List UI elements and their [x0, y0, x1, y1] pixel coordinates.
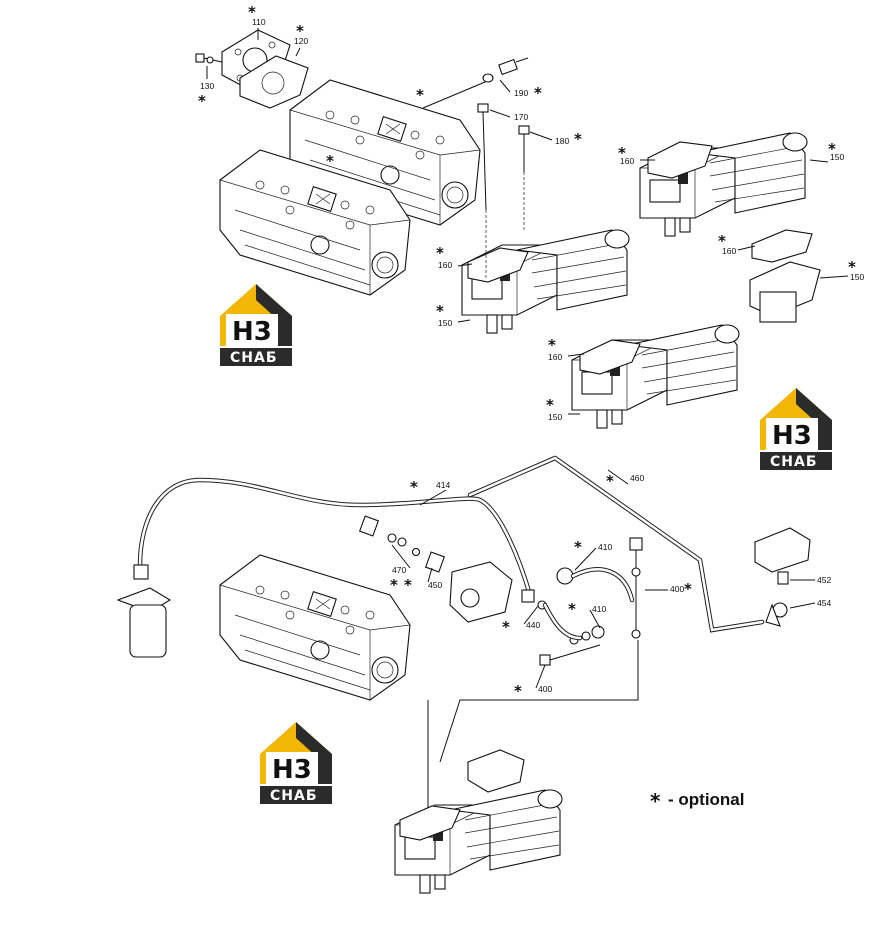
gasket-160-right-lower — [751, 229, 813, 263]
optional-marker: * — [718, 232, 726, 250]
optional-marker: * — [568, 600, 576, 618]
optional-marker: * — [326, 152, 334, 170]
callout-150: 150 — [850, 272, 864, 282]
optional-marker: * — [198, 92, 206, 110]
valve-150-right — [639, 132, 808, 237]
logo-caption: СНАБ — [770, 454, 818, 470]
lower-gasket — [399, 805, 461, 841]
elbow-454 — [765, 602, 788, 627]
callout-150: 150 — [548, 412, 562, 422]
callout-190: 190 — [514, 88, 528, 98]
callouts: * 110 * 120 130 * 190 * * 170 180 * * * … — [198, 3, 864, 700]
optional-marker: * — [618, 144, 626, 162]
optional-marker: * — [534, 84, 542, 102]
callout-160: 160 — [722, 246, 736, 256]
fitting-450 — [411, 547, 446, 573]
lower-valve-assembly — [394, 789, 563, 894]
callout-470: 470 — [392, 565, 406, 575]
sensor-190 — [482, 57, 529, 83]
logo-mark: H3 — [232, 317, 272, 347]
callout-454: 454 — [817, 598, 831, 608]
callout-110: 110 — [252, 17, 266, 27]
callout-460: 460 — [630, 473, 644, 483]
optional-marker: * — [248, 3, 256, 21]
optional-marker: * — [502, 618, 510, 636]
optional-marker: * — [546, 396, 554, 414]
filter-canister — [116, 564, 172, 658]
callout-452: 452 — [817, 575, 831, 585]
banjo-410-lower — [542, 602, 605, 645]
optional-marker: * — [684, 580, 692, 598]
optional-marker: * — [390, 576, 398, 594]
callout-120: 120 — [294, 36, 308, 46]
optional-marker: * — [574, 130, 582, 148]
optional-marker: * — [436, 244, 444, 262]
lower-fitting-block — [467, 749, 525, 793]
callout-440: 440 — [526, 620, 540, 630]
callout-180: 180 — [555, 136, 569, 146]
callout-160: 160 — [438, 260, 452, 270]
callout-150: 150 — [438, 318, 452, 328]
logo-caption: СНАБ — [230, 350, 278, 366]
optional-marker: * — [848, 258, 856, 276]
bolt-180 — [518, 125, 530, 172]
optional-marker: * — [416, 86, 424, 104]
callout-130: 130 — [200, 81, 214, 91]
gasket-160-right-top — [647, 141, 713, 179]
actuator-block — [449, 561, 513, 623]
optional-marker: * — [296, 22, 304, 40]
callout-410: 410 — [598, 542, 612, 552]
h3-logo-right: H3 СНАБ — [760, 388, 832, 470]
cover-150-right-lower — [749, 261, 821, 323]
optional-marker: * — [436, 302, 444, 320]
callout-160: 160 — [620, 156, 634, 166]
callout-400: 400 — [670, 584, 684, 594]
h3-logo-top-left: H3 СНАБ — [220, 284, 292, 366]
optional-marker: * — [514, 682, 522, 700]
valve-150-lower — [571, 324, 740, 429]
fitting-440 — [521, 589, 547, 610]
leader-lines — [206, 28, 849, 689]
legend-text: - optional — [668, 790, 744, 809]
optional-marker: * — [548, 336, 556, 354]
callout-170: 170 — [514, 112, 528, 122]
optional-marker: * — [606, 472, 614, 490]
lower-manifold — [219, 554, 411, 701]
bolt-170 — [477, 103, 489, 211]
bolt-400-left — [539, 644, 601, 666]
optional-marker: * — [410, 478, 418, 496]
callout-150: 150 — [830, 152, 844, 162]
callout-400: 400 — [538, 684, 552, 694]
optional-marker: * — [404, 576, 412, 594]
legend-star: * — [650, 789, 661, 813]
gasket-160-lower — [579, 339, 641, 375]
callout-410: 410 — [592, 604, 606, 614]
logo-caption: СНАБ — [270, 788, 318, 804]
fitting-470 — [358, 515, 407, 547]
logo-mark: H3 — [272, 755, 312, 785]
bolt-400-right — [629, 537, 643, 639]
h3-logo-bottom-left: H3 СНАБ — [260, 722, 332, 804]
gasket-120 — [239, 55, 309, 109]
bolt-130 — [195, 53, 223, 64]
sensor-block-452 — [754, 527, 811, 585]
optional-marker: * — [574, 538, 582, 556]
banjo-410-upper — [556, 567, 635, 603]
logo-mark: H3 — [772, 421, 812, 451]
optional-marker: * — [828, 140, 836, 158]
legend: * - optional — [650, 789, 744, 813]
callout-414: 414 — [436, 480, 450, 490]
callout-450: 450 — [428, 580, 442, 590]
callout-160: 160 — [548, 352, 562, 362]
gasket-160-center — [467, 247, 529, 283]
